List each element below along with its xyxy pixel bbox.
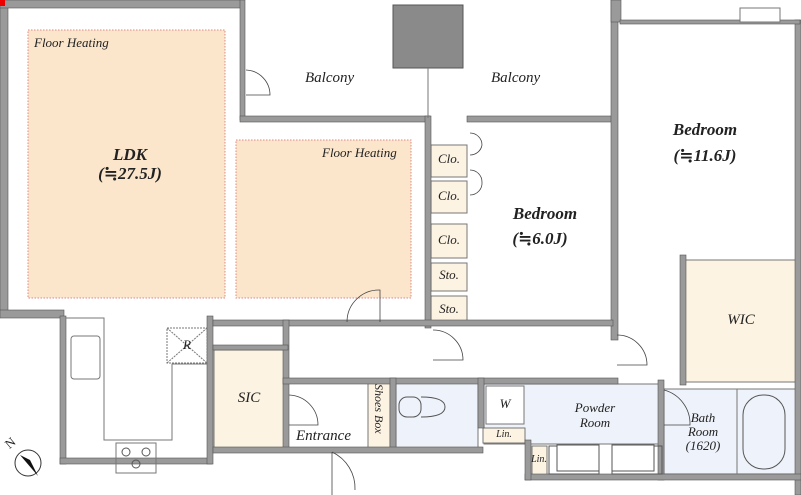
- bedroom-small-name: Bedroom: [512, 204, 578, 223]
- powder-room-label: Room: [579, 415, 611, 430]
- sic-area: [213, 349, 285, 449]
- washbasin-icons: [548, 444, 663, 475]
- floor-heating-area-1: [27, 29, 226, 299]
- floor-heating-area-2: [235, 139, 412, 299]
- floor-heating-label: Floor Heating: [322, 145, 397, 160]
- toilet-icon: [398, 396, 446, 418]
- wic-label: WIC: [727, 312, 755, 328]
- burner-icons: [121, 447, 151, 469]
- sic-label: SIC: [237, 390, 261, 406]
- door-swings: [245, 69, 691, 495]
- corner-marker: [0, 0, 5, 6]
- entrance-label: Entrance: [296, 428, 351, 444]
- shoes-box-label: Shoes Box: [371, 384, 386, 434]
- window-frame: [739, 7, 781, 23]
- washer-space: [485, 385, 525, 425]
- closet-label: Clo.: [437, 151, 461, 166]
- stove-icon: [115, 442, 157, 474]
- linen-label: Lin.: [531, 454, 547, 465]
- balcony-left-label: Balcony: [305, 70, 355, 86]
- balcony-right-label: Balcony: [491, 70, 541, 86]
- closet-label: Clo.: [437, 188, 461, 203]
- refrigerator-space: [166, 327, 208, 364]
- bedroom-small-size: (≒6.0J): [512, 229, 568, 248]
- wic-area: [684, 259, 798, 383]
- bedroom-main-name: Bedroom: [672, 120, 738, 139]
- ldk-name: LDK: [113, 145, 147, 164]
- storage-label: Sto.: [439, 267, 459, 282]
- linen-label: Lin.: [496, 429, 512, 440]
- closet-label: Clo.: [437, 232, 461, 247]
- powder-room-label: Powder: [574, 400, 616, 415]
- closets: [430, 144, 548, 477]
- washer-label: W: [499, 396, 511, 411]
- floor-heating-label: Floor Heating: [34, 35, 109, 50]
- refrigerator-label: R: [183, 337, 191, 352]
- storage-label: Sto.: [439, 301, 459, 316]
- ldk-size: (≒27.5J): [98, 164, 162, 183]
- structural-column: [392, 4, 464, 69]
- bathtub-icon: [742, 394, 786, 470]
- bath-room-area: [663, 388, 800, 475]
- bedroom-main-size: (≒11.6J): [673, 146, 737, 165]
- sink-icon: [70, 335, 101, 380]
- kitchen-counter: [66, 317, 207, 441]
- bath-room-label: Bath: [690, 410, 716, 425]
- compass-icon: [14, 449, 42, 477]
- bath-room-label: Room: [687, 424, 719, 439]
- bath-room-size: (1620): [685, 438, 721, 453]
